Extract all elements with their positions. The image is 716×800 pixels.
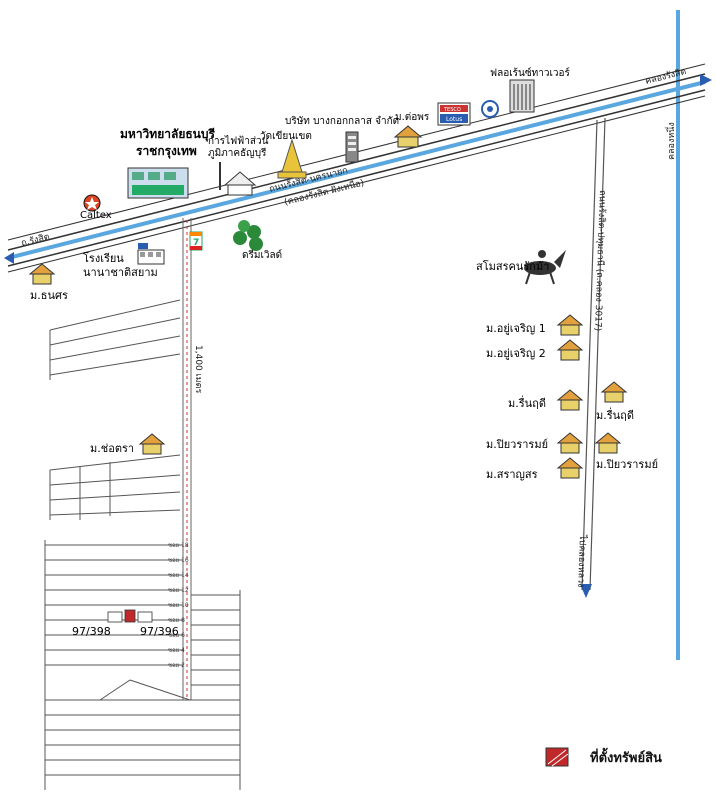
lane-labels: ซอย 18 ซอย 16 ซอย 14 ซอย 12 ซอย 10 ซอย 8… — [168, 542, 189, 669]
market-label: ม.ต่อพร — [395, 112, 430, 123]
village-v4b-icon — [594, 432, 622, 454]
lane-label: ซอย 14 — [168, 572, 189, 579]
lane-label: ซอย 12 — [168, 587, 189, 594]
road-right-arrow-icon — [700, 74, 712, 86]
lane-label: ซอย 10 — [168, 602, 189, 609]
seven-eleven-label: 7 — [193, 238, 199, 248]
tesco-label: TESCO — [443, 107, 461, 113]
lane-label: ซอย 8 — [168, 617, 185, 624]
plot-label-right: 97/396 — [140, 625, 179, 638]
neighbor-plot-right — [137, 611, 153, 623]
mall-label: ฟลอเร้นซ์ทาวเวอร์ — [490, 67, 570, 79]
lane-label: ซอย 4 — [168, 647, 185, 654]
village-v2-label: ม.อยู่เจริญ 2 — [486, 347, 546, 360]
lower-lane-grid — [44, 540, 241, 790]
village-v5-label: ม.สราญสร — [486, 468, 538, 481]
right-canal-label: คลองหนึ่ง — [664, 122, 677, 160]
lane-label: ซอย 2 — [168, 662, 185, 669]
lane-distance-label: 1,400 เมตร — [193, 345, 203, 393]
lane-vertical — [182, 218, 192, 700]
right-road-bottom-label: ไปคลองหลวง — [575, 534, 588, 588]
village-v5-icon — [556, 457, 584, 479]
bank-logo-icon — [481, 100, 499, 118]
temple-label: วัดเขียนเขต — [260, 130, 312, 142]
school-icon — [137, 243, 165, 265]
lane-label: ซอย 18 — [168, 542, 189, 549]
village-v2-icon — [556, 339, 584, 361]
lane-label: ซอย 6 — [168, 632, 185, 639]
seven-eleven-icon — [189, 231, 203, 251]
property-plot — [124, 609, 136, 623]
legend: ที่ตั้งทรัพย์สิน — [545, 747, 662, 767]
company-icon — [345, 131, 359, 163]
right-road-label: ถนนรังสิต-ปทุมธานี (ถ.คลอง 3017) — [592, 190, 608, 331]
neighbor-plot-left — [107, 611, 123, 623]
caltex-label: Caltex — [80, 210, 112, 221]
school-label: โรงเรียน — [83, 251, 124, 265]
middle-lane-grid — [49, 454, 181, 520]
upper-lane-grid — [49, 299, 181, 380]
lotus-label: Lotus — [446, 116, 462, 123]
village-mid-icon — [138, 433, 166, 455]
trees-icon — [233, 220, 263, 251]
village-v4b-label: ม.ปิยวรารมย์ — [596, 458, 658, 471]
school-label-2: นานาชาติสยาม — [83, 266, 158, 279]
village-v3-label: ม.รื่นฤดี — [508, 395, 546, 410]
electric-office-label: การไฟฟ้าส่วน — [208, 135, 269, 147]
village-mid-label: ม.ช่อตรา — [90, 442, 134, 455]
right-road-down-arrow-icon — [580, 584, 592, 598]
village-v1-label: ม.อยู่เจริญ 1 — [486, 322, 546, 335]
university-icon — [127, 167, 189, 199]
temple-icon — [277, 138, 307, 179]
electric-office-icon — [219, 162, 257, 196]
market-house-icon — [393, 125, 423, 148]
village-v3b-label: ม.รื่นฤดี — [596, 407, 634, 422]
village-left-label: ม.ธนศร — [30, 289, 68, 302]
village-v4-label: ม.ปิยวรารมย์ — [486, 438, 548, 451]
top-road-left-label: ถ.รังสิต — [20, 231, 51, 249]
village-left-icon — [28, 263, 56, 285]
lane-label: ซอย 16 — [168, 557, 189, 564]
trees-label: ดรีมเวิลด์ — [242, 249, 282, 261]
village-v4-icon — [556, 432, 584, 454]
village-v3b-icon — [600, 381, 628, 403]
legend-label: ที่ตั้งทรัพย์สิน — [590, 747, 662, 766]
tesco-lotus-icon — [437, 102, 471, 126]
horse-icon — [524, 250, 566, 285]
road-left-arrow-icon — [4, 252, 14, 264]
mall-building-icon — [509, 79, 535, 113]
plot-label-left: 97/398 — [72, 625, 111, 638]
village-v1-icon — [556, 314, 584, 336]
company-label: บริษัท บางกอกกลาส จำกัด — [285, 116, 399, 127]
university-label: มหาวิทยาลัยธนบุรี — [120, 127, 216, 142]
caltex-icon — [83, 194, 101, 212]
electric-office-label-2: ภูมิภาคธัญบุรี — [208, 147, 267, 159]
university-label-2: ราชกรุงเทพ — [136, 144, 197, 159]
horse-label: สโมสรคนรักม้า — [476, 259, 549, 273]
right-vertical-road — [581, 117, 606, 591]
village-v3-icon — [556, 389, 584, 411]
